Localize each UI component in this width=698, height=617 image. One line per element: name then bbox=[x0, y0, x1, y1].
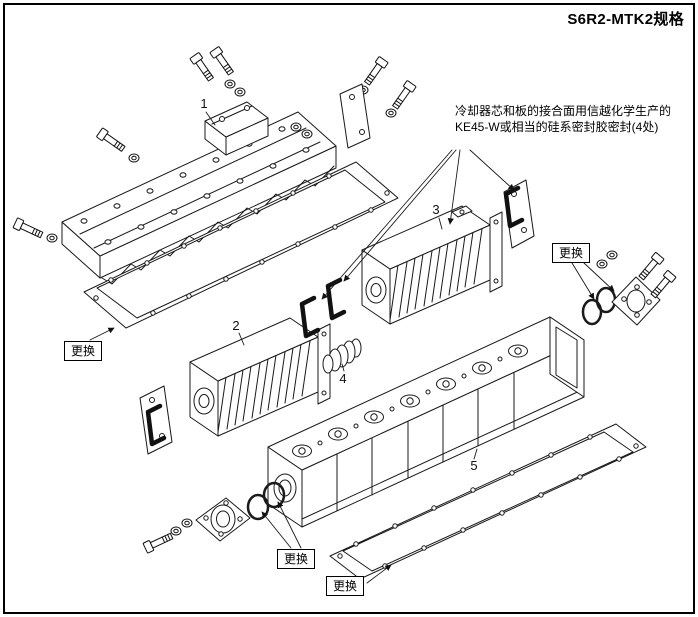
right-seal-plate bbox=[503, 179, 535, 249]
replace-leaders bbox=[89, 262, 615, 584]
replace-badge-bottom-center: 更换 bbox=[277, 549, 316, 569]
mounting-bolts bbox=[12, 45, 417, 243]
page-title: S6R2-MTK2规格 bbox=[567, 11, 684, 28]
sealant-note: 冷却器芯和板的接合面用信越化学生产的 KE45-W或相当的硅系密封胶密封(4处) bbox=[455, 103, 671, 135]
bottom-left-parts bbox=[142, 481, 286, 554]
part-number-4: 4 bbox=[339, 371, 346, 386]
sealant-note-line2: KE45-W或相当的硅系密封胶密封(4处) bbox=[455, 120, 659, 134]
replace-badge-left: 更换 bbox=[64, 341, 103, 361]
core-3-fins bbox=[389, 228, 483, 321]
sealant-note-line1: 冷却器芯和板的接合面用信越化学生产的 bbox=[455, 104, 672, 118]
replace-badge-right: 更换 bbox=[552, 243, 591, 263]
bottom-gasket bbox=[329, 423, 647, 580]
replace-badge-bottom: 更换 bbox=[326, 576, 365, 596]
cover-bracket bbox=[204, 101, 269, 156]
sealant-note-arrows bbox=[321, 149, 515, 300]
part-number-1: 1 bbox=[200, 96, 207, 111]
silicone-seal bbox=[302, 298, 318, 336]
housing-front-ribs bbox=[336, 371, 515, 512]
cover-bolt-holes bbox=[80, 126, 310, 245]
o-ring bbox=[595, 286, 617, 314]
top-cover-plate bbox=[61, 111, 337, 285]
part-number-leaders bbox=[205, 111, 478, 460]
cooler-core-3 bbox=[361, 205, 503, 325]
bellows-coupling bbox=[322, 338, 362, 374]
o-ring bbox=[581, 298, 603, 326]
core-2-fins bbox=[217, 340, 311, 433]
left-bracket bbox=[139, 385, 173, 455]
silicone-seal bbox=[328, 280, 344, 318]
top-gasket bbox=[83, 161, 399, 329]
part-number-5: 5 bbox=[470, 458, 477, 473]
part-number-3: 3 bbox=[432, 202, 439, 217]
cooler-core-2 bbox=[189, 317, 331, 437]
o-ring bbox=[246, 493, 270, 521]
o-ring bbox=[262, 481, 286, 509]
part-number-2: 2 bbox=[232, 318, 239, 333]
right-end-parts bbox=[581, 250, 677, 326]
cooler-housing bbox=[267, 316, 585, 528]
housing-top-bosses bbox=[292, 344, 528, 458]
